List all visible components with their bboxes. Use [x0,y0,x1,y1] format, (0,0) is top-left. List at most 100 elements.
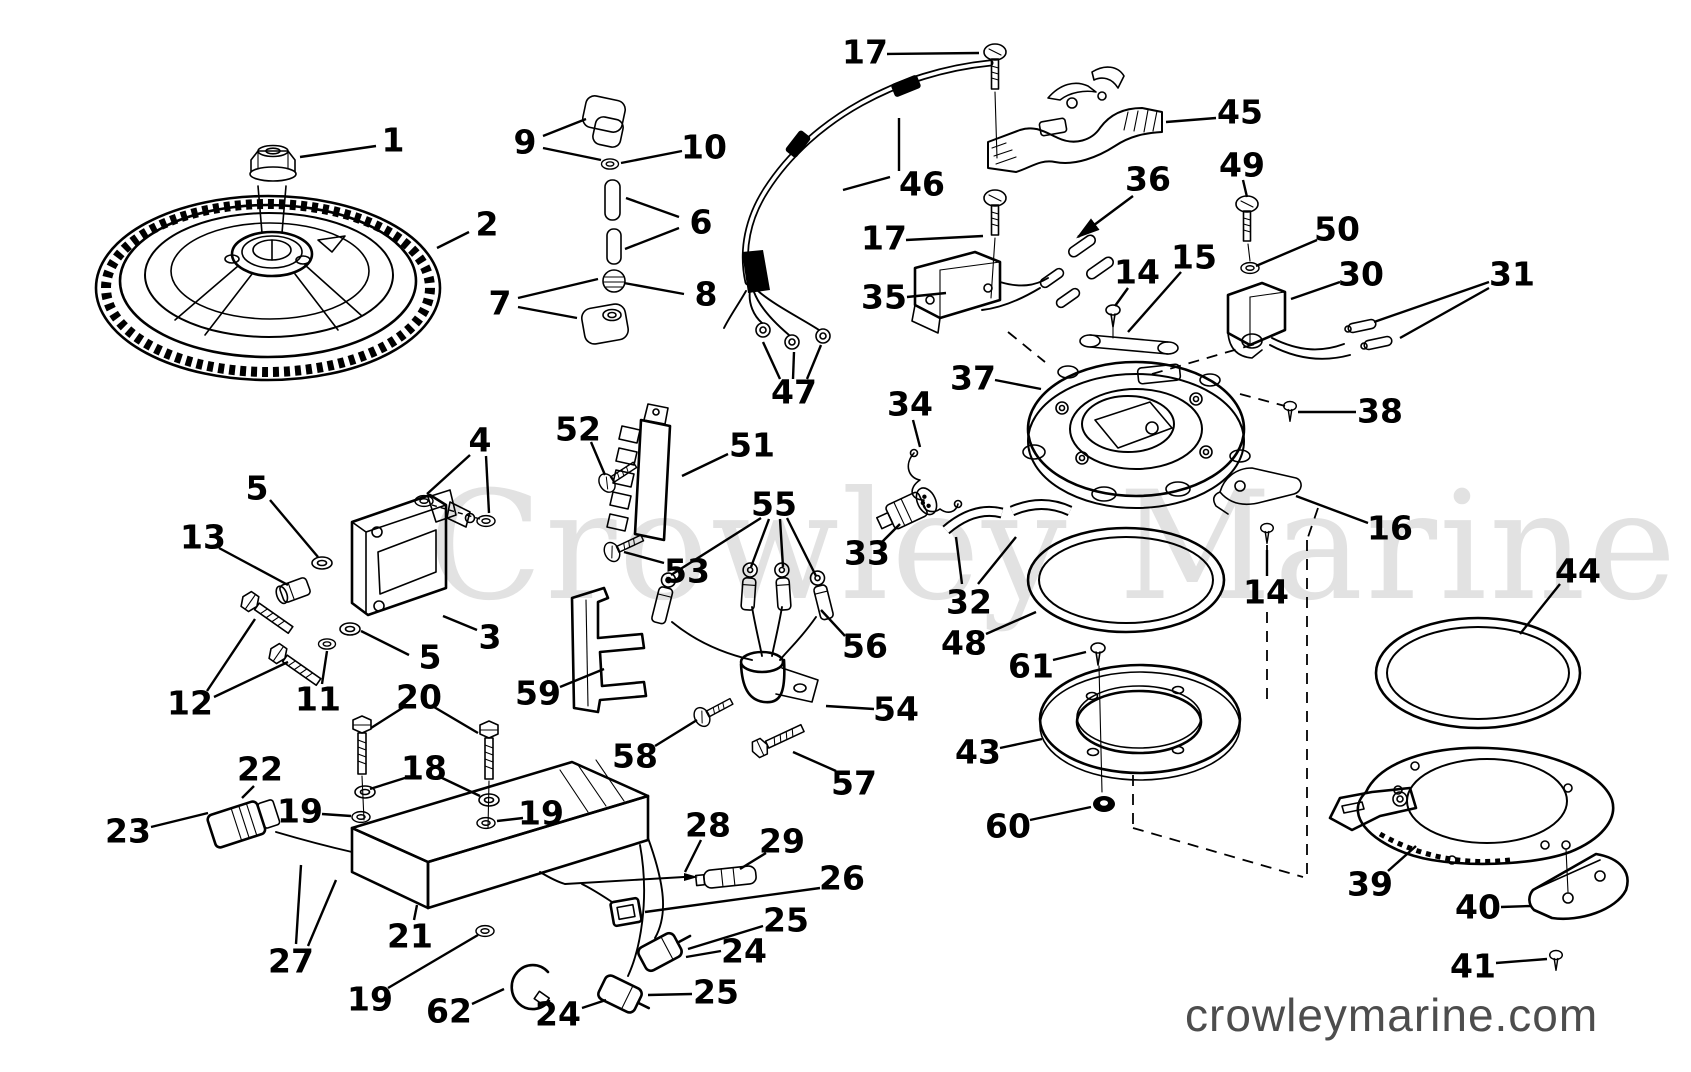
callout-14a: 14 [1114,253,1160,292]
callout-17b: 17 [861,219,907,258]
terminal-block-group [594,403,672,565]
leader-line-18 [369,775,409,791]
callout-53: 53 [664,552,710,591]
callout-37: 37 [950,359,996,398]
leader-line-13 [218,546,289,587]
leader-line-9 [542,117,587,138]
leader-line-3 [442,614,478,632]
callout-14b: 14 [1243,573,1289,612]
leader-line-14a [1114,287,1129,307]
leader-line-19b [496,816,524,823]
callout-10: 10 [681,128,727,167]
leader-line-27 [306,879,338,947]
callout-47: 47 [771,373,817,412]
coil30-group [1212,195,1393,545]
leader-line-2 [436,230,470,250]
leader-line-8 [623,281,685,296]
leader-line-47 [761,341,782,380]
ignition-coil-group [237,489,496,691]
leader-line-18 [439,775,481,798]
callout-29: 29 [759,822,805,861]
leader-lines [150,51,1561,1010]
leader-line-50 [1255,238,1318,268]
leader-line-32 [954,536,964,585]
leader-line-47 [805,344,823,380]
spring-plug-group [876,448,1073,535]
leader-line-40 [1500,904,1532,909]
callout-20: 20 [396,678,442,717]
callout-30: 30 [1338,255,1384,294]
callout-13: 13 [180,518,226,557]
leader-line-56 [820,609,846,637]
leader-line-7 [517,277,599,300]
callout-49: 49 [1219,146,1265,185]
callout-27: 27 [268,942,314,981]
grommet-column-group [580,95,630,345]
sparkplug-leads-group [651,562,834,760]
callout-40: 40 [1455,888,1501,927]
callout-25a: 25 [763,901,809,940]
leader-line-20 [433,705,479,735]
leader-line-28 [683,839,703,873]
callout-54: 54 [873,690,919,729]
retainer-group [1328,616,1629,972]
callout-25b: 25 [693,973,739,1012]
callout-9: 9 [514,123,537,162]
leader-line-41 [1495,957,1548,965]
callout-8: 8 [695,275,718,314]
leader-line-27 [294,864,303,945]
callout-31: 31 [1489,255,1535,294]
callout-39: 39 [1347,865,1393,904]
leader-line-58 [654,718,698,748]
leader-line-9 [542,146,602,162]
leader-line-43 [999,737,1043,750]
leader-line-48 [985,610,1037,636]
leader-line-23 [150,811,209,829]
callout-41: 41 [1450,947,1496,986]
leader-line-24b [581,998,607,1010]
leader-line-4 [426,454,471,495]
leader-line-55 [749,518,771,568]
callout-57: 57 [831,764,877,803]
callout-23: 23 [105,812,151,851]
throttle-cam-group [983,43,1163,299]
callout-51: 51 [729,426,775,465]
flywheel-group [94,144,442,382]
leader-line-19a [321,812,352,818]
callout-36: 36 [1125,160,1171,199]
callout-16: 16 [1367,509,1413,548]
leader-line-55 [670,516,762,577]
leader-line-16 [1295,494,1369,525]
callout-26: 26 [819,859,865,898]
harness-group [723,59,994,350]
leader-line-1 [299,144,377,159]
callout-62: 62 [426,992,472,1031]
leader-line-5b [360,629,410,657]
callout-61: 61 [1008,647,1054,686]
callout-45: 45 [1217,93,1263,132]
leader-line-52 [589,441,607,476]
leader-line-17b [905,234,984,242]
leader-line-49 [1241,179,1249,198]
leader-line-22 [241,785,255,799]
callout-7: 7 [489,284,512,323]
leader-line-39 [1387,845,1417,872]
leader-line-54 [825,704,875,711]
callout-17a: 17 [842,33,888,72]
callout-56: 56 [842,627,888,666]
link-group [981,234,1179,355]
stator-plate-group [1022,360,1251,509]
leader-line-12 [213,660,289,699]
callout-5b: 5 [419,638,442,677]
leader-line-51 [681,452,729,478]
leader-line-37 [994,378,1042,391]
callout-44: 44 [1555,552,1601,591]
leader-line-60 [1029,805,1092,822]
leader-line-25b [647,992,693,997]
leader-line-31 [1399,286,1490,340]
callout-19a: 19 [277,792,323,831]
leader-line-21 [412,904,419,921]
callout-46: 46 [899,165,945,204]
callout-50: 50 [1314,210,1360,249]
callout-3: 3 [479,618,502,657]
